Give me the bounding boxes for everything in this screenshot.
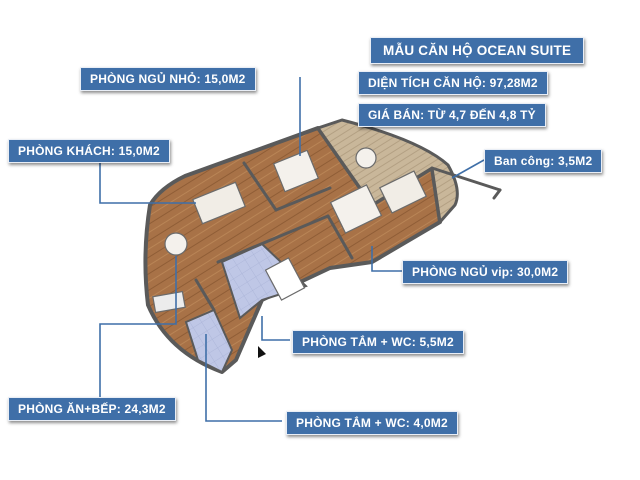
dining-kitchen-label: PHÒNG ĂN+BẾP: 24,3M2	[8, 397, 176, 421]
balcony-area	[316, 118, 459, 224]
bathroom-1-label: PHÒNG TẮM + WC: 5,5M2	[292, 330, 464, 354]
balcony-label: Ban công: 3,5M2	[484, 149, 603, 173]
small-bedroom-label: PHÒNG NGỦ NHỎ: 15,0M2	[80, 67, 256, 91]
apartment-area-label: DIỆN TÍCH CĂN HỘ: 97,28M2	[358, 71, 548, 95]
leader-lines	[99, 77, 485, 422]
furniture	[152, 147, 428, 314]
living-room-label: PHÒNG KHÁCH: 15,0M2	[8, 139, 170, 163]
apartment-title-label: MẪU CĂN HỘ OCEAN SUITE	[370, 37, 585, 64]
apartment-price-label: GIÁ BÁN: TỪ 4,7 ĐẾN 4,8 TỶ	[358, 103, 546, 127]
bathroom-2-floor	[184, 308, 234, 374]
bathroom-2-label: PHÒNG TẮM + WC: 4,0M2	[286, 411, 458, 435]
triangle-pointer-icon	[258, 346, 266, 358]
vip-bedroom-label: PHÒNG NGỦ vip: 30,0M2	[402, 260, 569, 284]
